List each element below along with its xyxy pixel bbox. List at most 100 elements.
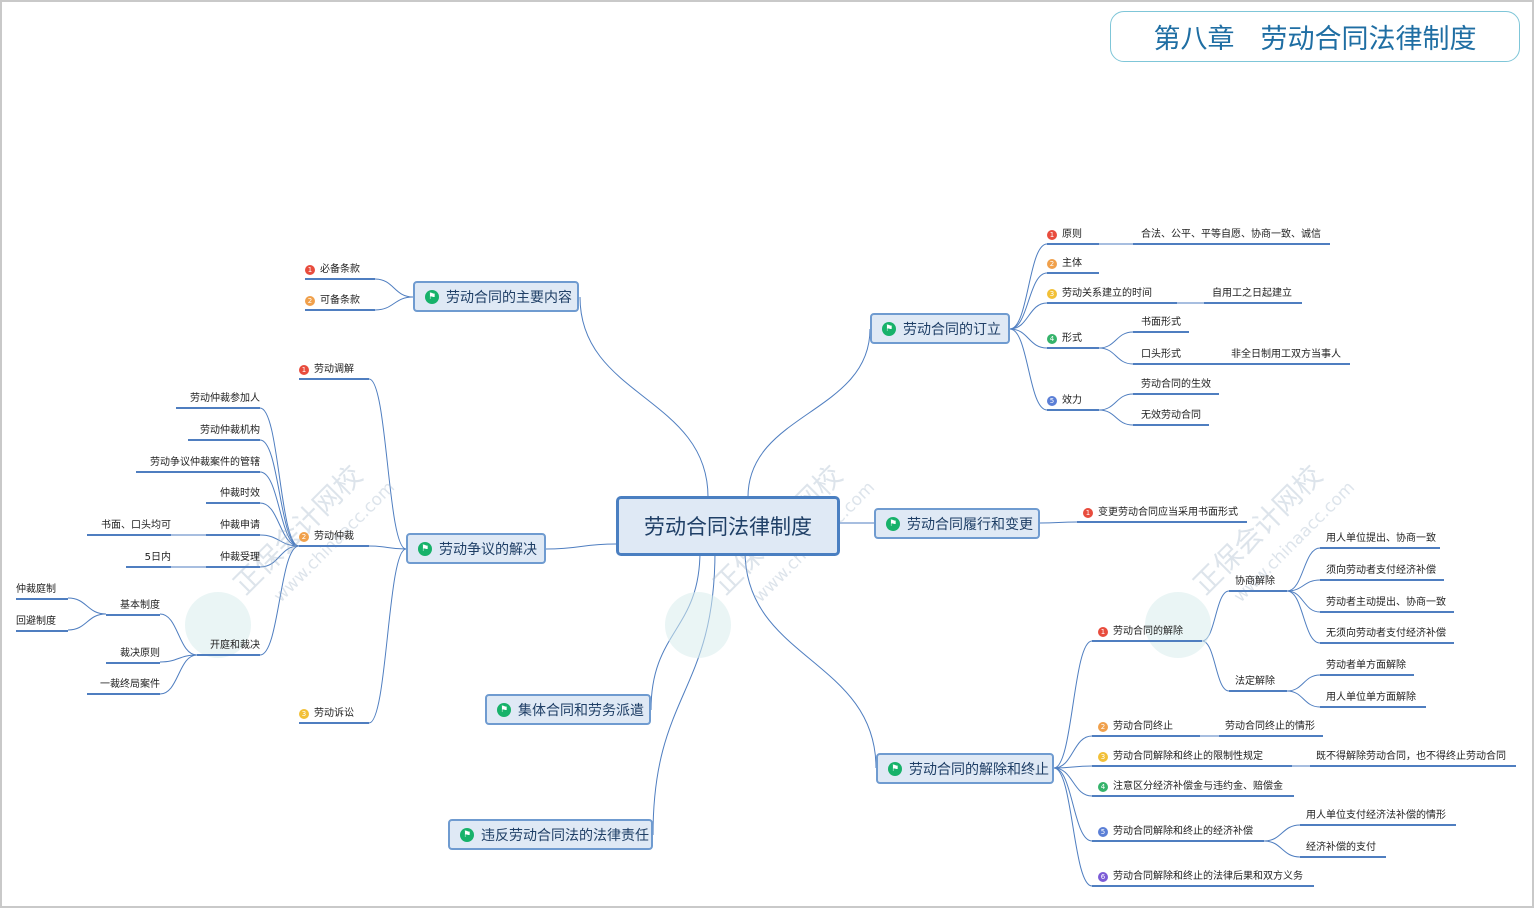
- topic-hearing-award[interactable]: 开庭和裁决: [197, 638, 260, 656]
- topic-label: 劳动调解: [314, 364, 354, 375]
- connector: [368, 548, 407, 724]
- branch-contract-formation[interactable]: ⚑劳动合同的订立: [870, 313, 1010, 344]
- central-topic[interactable]: 劳动合同法律制度: [616, 496, 840, 556]
- topic-employee-proposed[interactable]: 劳动者主动提出、协商一致: [1320, 595, 1454, 613]
- connector: [1009, 243, 1048, 330]
- topic-label: 效力: [1062, 395, 1082, 406]
- topic-principle-detail[interactable]: 合法、公平、平等自愿、协商一致、诚信: [1133, 227, 1330, 245]
- topic-application[interactable]: 仲裁申请: [206, 518, 260, 536]
- topic-no-compensation[interactable]: 无须向劳动者支付经济补偿: [1320, 626, 1454, 644]
- topic-acceptance[interactable]: 仲裁受理: [206, 550, 260, 568]
- branch-dispute-resolution[interactable]: ⚑劳动争议的解决: [406, 533, 546, 564]
- connector: [259, 471, 300, 547]
- number-2-icon: 2: [1098, 722, 1108, 732]
- topic-label: 形式: [1062, 333, 1082, 344]
- topic-mandatory-terms[interactable]: 1 必备条款: [305, 262, 375, 280]
- topic-label: 劳动合同解除和终止的法律后果和双方义务: [1113, 871, 1303, 882]
- connector: [1098, 409, 1134, 426]
- topic-label: 5日内: [144, 552, 171, 563]
- branch-performance-change[interactable]: ⚑劳动合同履行和变更: [874, 508, 1040, 539]
- topic-written-or-oral[interactable]: 书面、口头均可: [87, 518, 171, 536]
- number-1-icon: 1: [1098, 627, 1108, 637]
- branch-collective-contract[interactable]: ⚑集体合同和劳务派遣: [485, 694, 651, 725]
- topic-label: 劳动仲裁机构: [200, 425, 260, 436]
- topic-final-award-cases[interactable]: 一裁终局案件: [87, 677, 160, 695]
- branch-main-content[interactable]: ⚑劳动合同的主要内容: [413, 281, 579, 312]
- topic-label: 裁决原则: [120, 648, 160, 659]
- connector: [1098, 393, 1134, 411]
- topic-employer-unilateral[interactable]: 用人单位单方面解除: [1320, 690, 1426, 708]
- topic-restrictions-detail[interactable]: 既不得解除劳动合同，也不得终止劳动合同: [1310, 749, 1516, 767]
- connector: [374, 296, 414, 311]
- topic-award-principle[interactable]: 裁决原则: [106, 646, 160, 664]
- connector: [1286, 579, 1321, 592]
- topic-label: 协商解除: [1235, 576, 1275, 587]
- connector: [1009, 328, 1048, 349]
- page-title: 第八章 劳动合同法律制度: [1110, 11, 1520, 62]
- topic-label: 必备条款: [320, 264, 360, 275]
- connector: [1286, 590, 1321, 644]
- connector: [159, 654, 198, 695]
- topic-five-days[interactable]: 5日内: [126, 550, 171, 568]
- topic-must-compensate[interactable]: 须向劳动者支付经济补偿: [1320, 563, 1444, 581]
- topic-basic-system[interactable]: 基本制度: [106, 598, 160, 616]
- number-3-icon: 3: [1047, 289, 1057, 299]
- topic-tribunal-system[interactable]: 仲裁庭制: [16, 582, 68, 600]
- topic-negotiated-rescission[interactable]: 协商解除: [1229, 574, 1287, 592]
- watermark-logo-icon: [185, 592, 251, 658]
- topic-label: 自用工之日起建立: [1212, 288, 1292, 299]
- connector: [1201, 640, 1230, 692]
- topic-label: 经济补偿的支付: [1306, 842, 1376, 853]
- topic-establishment-time-detail[interactable]: 自用工之日起建立: [1204, 286, 1302, 304]
- topic-employee-unilateral[interactable]: 劳动者单方面解除: [1320, 658, 1414, 676]
- topic-jurisdiction[interactable]: 劳动争议仲裁案件的管辖: [136, 455, 260, 473]
- topic-oral-form[interactable]: 口头形式: [1133, 347, 1223, 365]
- topic-expiration-cases[interactable]: 劳动合同终止的情形: [1219, 719, 1323, 737]
- topic-compensation-payment[interactable]: 经济补偿的支付: [1300, 840, 1386, 858]
- topic-limitation[interactable]: 仲裁时效: [206, 486, 260, 504]
- number-1-icon: 1: [1047, 230, 1057, 240]
- number-1-icon: 1: [305, 265, 315, 275]
- topic-label: 劳动关系建立的时间: [1062, 288, 1152, 299]
- topic-statutory-rescission[interactable]: 法定解除: [1229, 674, 1287, 692]
- topic-recusal-system[interactable]: 回避制度: [16, 614, 68, 632]
- watermark-logo-icon: [665, 592, 731, 658]
- branch-legal-liability[interactable]: ⚑违反劳动合同法的法律责任: [448, 819, 653, 850]
- connector: [1009, 328, 1048, 411]
- flag-icon: ⚑: [425, 289, 439, 304]
- branch-label: 劳动争议的解决: [439, 541, 537, 558]
- topic-written-form[interactable]: 书面形式: [1133, 315, 1189, 333]
- topic-employer-proposed[interactable]: 用人单位提出、协商一致: [1320, 531, 1440, 549]
- flag-icon: ⚑: [460, 827, 474, 842]
- topic-part-time[interactable]: 非全日制用工双方当事人: [1223, 347, 1350, 365]
- topic-arbitration-participants[interactable]: 劳动仲裁参加人: [176, 391, 260, 409]
- topic-compensation-cases[interactable]: 用人单位支付经济法补偿的情形: [1300, 808, 1456, 826]
- topic-effectiveness[interactable]: 劳动合同的生效: [1133, 377, 1219, 395]
- connector: [1009, 302, 1048, 330]
- topic-label: 仲裁时效: [220, 488, 260, 499]
- connector: [1286, 547, 1321, 592]
- number-2-icon: 2: [305, 296, 315, 306]
- topic-invalid-contract[interactable]: 无效劳动合同: [1133, 408, 1209, 426]
- topic-label: 非全日制用工双方当事人: [1231, 349, 1341, 360]
- branch-termination[interactable]: ⚑劳动合同的解除和终止: [876, 753, 1054, 784]
- topic-arbitration-institution[interactable]: 劳动仲裁机构: [188, 423, 260, 441]
- topic-label: 合法、公平、平等自愿、协商一致、诚信: [1141, 229, 1321, 240]
- topic-establishment-time[interactable]: 3 劳动关系建立的时间: [1047, 286, 1177, 304]
- topic-label: 须向劳动者支付经济补偿: [1326, 565, 1436, 576]
